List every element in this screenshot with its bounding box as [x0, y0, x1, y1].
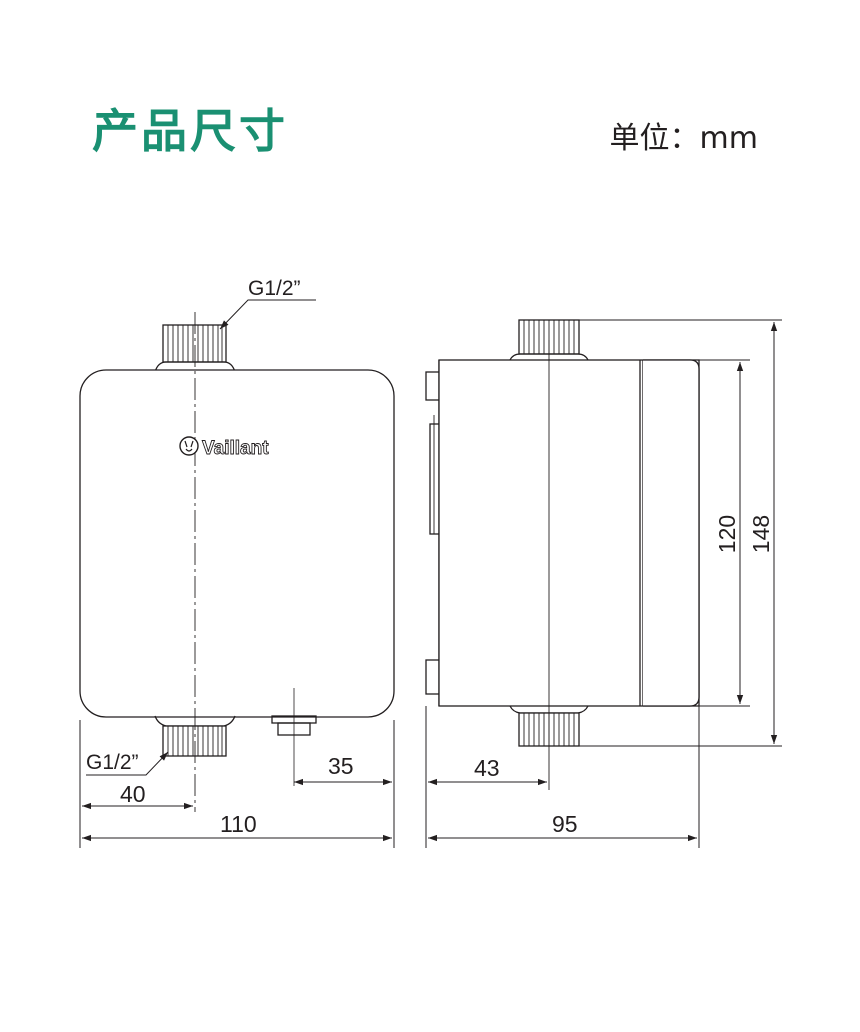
- side-view: [425, 319, 700, 790]
- dim-35: 35: [328, 753, 354, 779]
- bunny-icon: [179, 436, 199, 456]
- wall-bracket: [425, 360, 440, 706]
- front-view: [79, 312, 395, 812]
- dim-110: 110: [220, 811, 257, 837]
- bottom-fitting: [154, 715, 236, 757]
- vaillant-logo: Vaillant: [179, 436, 270, 459]
- dim-148: 148: [748, 515, 774, 553]
- bottom-thread-label: G1/2”: [86, 751, 139, 774]
- unit-label: 单位：mm: [609, 121, 758, 156]
- front-body: [79, 369, 395, 718]
- page-title: 产品尺寸: [92, 104, 288, 158]
- dim-95: 95: [552, 811, 578, 837]
- dim-40: 40: [120, 781, 146, 807]
- top-thread-label: G1/2”: [248, 277, 301, 300]
- dim-43: 43: [474, 755, 500, 781]
- dim-120: 120: [714, 515, 740, 553]
- brand-name: Vaillant: [202, 438, 269, 459]
